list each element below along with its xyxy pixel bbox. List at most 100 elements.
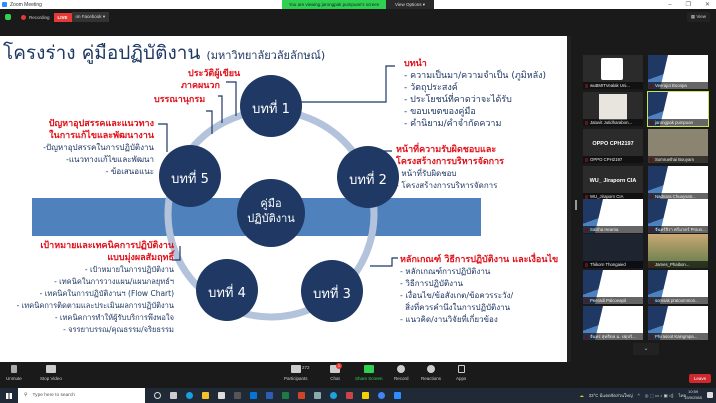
chapter-2-item: - โครงสร้างการบริหารจัดการ [396,181,498,190]
chapter-3-item: - เงื่อนไข/ข้อสังเกต/ข้อควรระวัง/ [400,291,514,300]
participant-tile[interactable]: Peeradi Palcoeapit [583,270,643,304]
zoom-icon[interactable] [394,392,401,399]
extra-appendix: ภาคผนวก [181,81,220,91]
app-icon[interactable] [234,392,241,399]
participant-tile[interactable]: จันทร์จิรา ศรีมาตร์ Proun... [648,199,708,233]
chat-label: Chat [330,376,340,381]
reactions-button[interactable]: Reactions [421,365,441,381]
stop-video-button[interactable]: Stop Video [40,365,62,381]
participant-tile[interactable]: somsak pratoommon... [648,270,708,304]
participants-icon [290,365,301,373]
view-label: View [696,14,706,19]
word-icon[interactable] [266,392,273,399]
unmute-button[interactable]: Unmute [6,365,22,381]
share-screen-button[interactable]: Share Screen [355,365,383,381]
close-icon[interactable]: ✕ [704,2,710,8]
window-title: Zoom Meeting [10,1,42,8]
chapter-1-details: บทนำ - ความเป็นมา/ความจำเป็น (ภูมิหลัง) … [404,58,546,130]
chevron-down-icon: ⌄ [643,346,649,352]
minimize-icon[interactable]: – [668,1,672,8]
leave-button[interactable]: Leave [689,374,711,383]
tray-icons[interactable]: ◎ ⬚ ▭ ♪ ▣ ◁) [644,392,674,398]
center-line-1: คู่มือ [260,197,282,210]
splitter[interactable] [567,36,571,362]
taskbar-search-input[interactable]: ⚲ Type here to search [18,388,145,403]
store-icon[interactable] [218,392,225,399]
participant-tile[interactable]: James_Phaibon... [648,234,708,268]
notification-icon[interactable] [707,392,713,398]
chapter-3-circle: บทที่ 3 [313,287,351,302]
participant-tile[interactable]: wuBMITVealak Uni... [583,55,643,89]
restore-icon[interactable]: ❐ [685,2,691,8]
app-icon[interactable] [314,392,321,399]
excel-icon[interactable] [282,392,289,399]
file-explorer-icon[interactable] [202,392,209,399]
shared-screen-slide: โครงร่าง คู่มือปฏิบัติงาน (มหาวิทยาลัยวล… [0,36,567,362]
participant-tile[interactable]: Jatuvit Jutidharabon... [583,92,643,126]
participant-tile-active-speaker[interactable]: jarongpak pumpuan [647,91,709,127]
chat-button[interactable]: 1 Chat [330,363,342,381]
video-camera-icon [45,365,56,373]
chapter-5-details: ปัญหาอุปสรรคและแนวทาง ในการแก้ไขและพัฒนา… [6,118,154,178]
slide-title-main: โครงร่าง คู่มือปฏิบัติงาน [3,42,201,64]
extra-author-bio: ประวัติผู้เขียน [188,69,241,79]
chapter-4-item: - เทคนิคการติดตามและประเมินผลการปฏิบัติง… [16,301,174,310]
participant-tile[interactable]: Somruethai Bouyam [648,129,708,163]
participant-name: wuBMITVealak Uni... [583,82,643,89]
record-button[interactable]: Record [394,365,409,381]
apps-button[interactable]: Apps [456,365,466,381]
participant-tile[interactable]: Veerajut Boonpa [648,55,708,89]
search-icon: ⚲ [24,393,28,398]
record-label: Record [394,376,409,381]
chapter-5-circle: บทที่ 5 [171,172,209,187]
language-indicator[interactable]: ไทย [678,393,686,398]
powerpoint-icon[interactable] [298,392,305,399]
chrome-icon[interactable] [378,392,385,399]
participant-tile[interactable]: WU_ Jiraporn CIA WU_Jiraporn CIA [583,166,643,200]
live-target-label: on Facebook [75,14,102,19]
participant-name: Nadnara Chuaysatr... [648,193,708,200]
participant-tile[interactable]: จันทร สุทธิดล ม. ปตุปร์... [583,306,643,340]
chapter-3-heading: หลักเกณฑ์ วิธีการปฏิบัติงาน และเงื่อนไข [400,255,559,265]
participant-tile[interactable]: OPPO CPH2197 OPPO CPH2197 [583,129,643,163]
live-badge: LIVE [53,12,72,22]
chapter-ring-diagram [158,65,399,322]
cortana-icon[interactable] [154,392,161,399]
stop-video-label: Stop Video [40,376,62,381]
view-options-button[interactable]: View Options ▾ [386,0,434,9]
participant-tile[interactable]: Thikorn Thongaied [583,234,643,268]
participant-name: จันทร สุทธิดล ม. ปตุปร์... [583,333,643,340]
apps-icon [457,365,465,373]
reactions-icon [427,365,435,373]
ie-icon[interactable] [330,392,337,399]
sticky-notes-icon[interactable] [362,392,369,399]
clock-time: 10:59 [688,389,699,394]
chapter-3-details: หลักเกณฑ์ วิธีการปฏิบัติงาน และเงื่อนไข … [400,254,558,326]
chapter-1-item: - คำนิยาม/คำจำกัดความ [404,119,502,129]
mail-icon[interactable] [250,392,257,399]
participant-name: Salitha Hearna [583,226,643,233]
security-shield-icon[interactable] [5,14,11,20]
participant-tile[interactable]: Nadnara Chuaysatr... [648,166,708,200]
task-view-icon[interactable] [170,392,177,399]
participant-tile[interactable]: Salitha Hearna [583,199,643,233]
splitter-handle[interactable] [575,200,577,210]
weather-text[interactable]: 33°C มีแดดจัดส่วนใหญ่ [588,393,633,398]
taskbar-clock[interactable]: 10:59 19/5/2565 [684,389,702,400]
participants-button[interactable]: Participants [284,365,308,381]
extra-bibliography: บรรณานุกรม [154,95,206,105]
windows-start-icon[interactable] [6,392,12,399]
chevron-up-icon[interactable]: ^ [637,393,640,398]
record-icon [397,365,406,373]
gallery-scroll-down-button[interactable]: ⌄ [633,343,659,355]
app-icon[interactable] [346,392,353,399]
edge-icon[interactable] [186,392,193,399]
view-button[interactable]: ▦ View [686,12,710,22]
chapter-4-item: - เทคนิคในการวางแผน/แผนกลยุทธ์ฯ [54,277,174,286]
live-target-dropdown[interactable]: on Facebook ▾ [71,12,110,22]
unmute-label: Unmute [6,376,22,381]
chapter-5-item: - ข้อเสนอแนะ [105,167,154,176]
participant-tile[interactable]: Phirasoot Kaingmpa... [648,306,708,340]
share-screen-icon [363,365,374,373]
participant-display-name: WU_ Jiraporn CIA [589,178,637,184]
